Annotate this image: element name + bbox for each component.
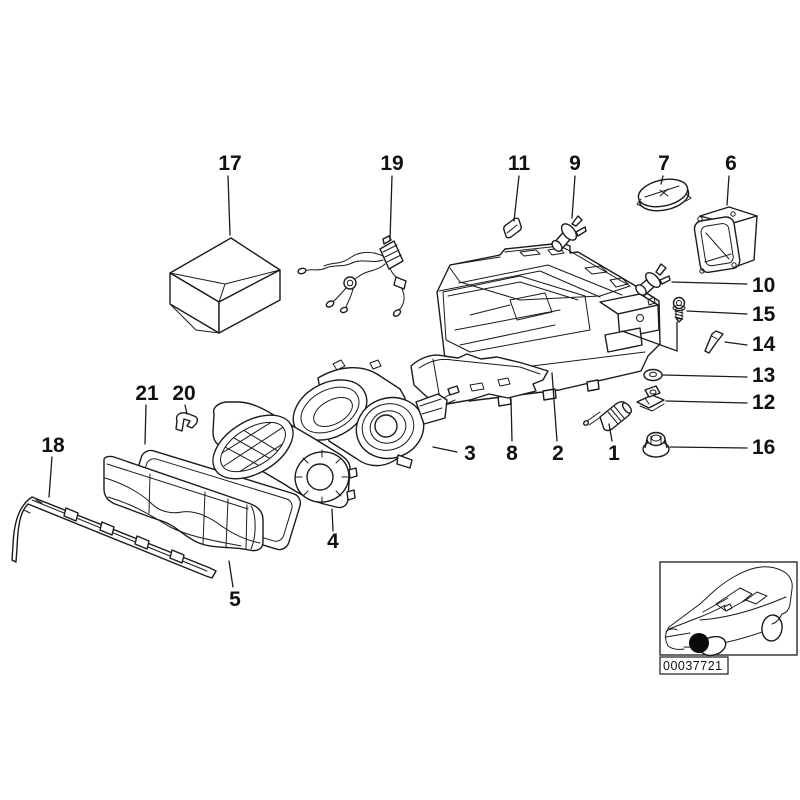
small-bulb-drawing xyxy=(503,217,522,239)
leader-14 xyxy=(724,341,748,346)
leader-7 xyxy=(660,175,664,185)
leader-lines xyxy=(48,175,748,588)
leader-12 xyxy=(665,400,748,404)
leader-17 xyxy=(227,175,231,236)
leader-19 xyxy=(389,175,393,241)
leader-13 xyxy=(662,374,748,378)
inner-bezel-drawing xyxy=(212,401,358,509)
callout-16[interactable]: 16 xyxy=(752,436,775,459)
callout-19[interactable]: 19 xyxy=(380,152,403,175)
headlight-lens-drawing xyxy=(103,455,264,552)
callout-18[interactable]: 18 xyxy=(41,434,65,457)
leader-10 xyxy=(671,281,748,285)
bulb-10-drawing xyxy=(635,263,671,296)
flange-nut-drawing xyxy=(642,431,670,458)
callout-15[interactable]: 15 xyxy=(752,303,776,326)
leader-1 xyxy=(608,423,613,442)
wiring-harness-drawing xyxy=(297,235,407,317)
leader-4 xyxy=(331,508,334,532)
cover-plate-drawing xyxy=(410,353,549,405)
diagram-code: 00037721 xyxy=(663,659,723,673)
callout-8[interactable]: 8 xyxy=(506,442,518,465)
leader-2 xyxy=(551,372,558,442)
rear-cover-drawing xyxy=(693,206,758,274)
callout-6[interactable]: 6 xyxy=(725,152,737,175)
leader-16 xyxy=(669,446,748,449)
callout-2[interactable]: 2 xyxy=(552,442,564,465)
leader-21 xyxy=(144,404,147,445)
callout-11[interactable]: 11 xyxy=(508,152,531,175)
headlight-location-marker xyxy=(689,633,709,653)
callout-10[interactable]: 10 xyxy=(752,274,775,297)
car-locator-inset: 00037721 xyxy=(659,561,798,675)
angle-bracket-drawing xyxy=(704,330,724,354)
inset-frame xyxy=(659,561,798,656)
retaining-clip-drawing xyxy=(636,385,665,412)
reflector-unit-drawing xyxy=(292,359,460,469)
adjusting-motor-drawing xyxy=(582,401,633,432)
leader-15 xyxy=(686,310,748,315)
callout-4[interactable]: 4 xyxy=(327,530,339,553)
leader-9 xyxy=(571,175,576,219)
callout-9[interactable]: 9 xyxy=(569,152,581,175)
leader-5 xyxy=(228,560,234,588)
leader-8 xyxy=(510,398,513,442)
leader-20 xyxy=(184,404,188,415)
leader-3 xyxy=(432,446,458,453)
callout-12[interactable]: 12 xyxy=(752,391,775,414)
callout-17[interactable]: 17 xyxy=(218,152,241,175)
callout-1[interactable]: 1 xyxy=(608,442,620,465)
leader-15-mount xyxy=(621,321,678,352)
washer-drawing xyxy=(643,368,663,382)
callout-3[interactable]: 3 xyxy=(464,442,476,465)
bulb-9-drawing xyxy=(551,215,587,252)
callout-5[interactable]: 5 xyxy=(229,588,241,611)
carton-box-drawing xyxy=(169,237,281,334)
clip-drawing xyxy=(175,412,199,432)
trim-strip-drawing xyxy=(11,496,217,579)
callout-14[interactable]: 14 xyxy=(752,333,776,356)
leader-6 xyxy=(726,175,730,206)
callout-13[interactable]: 13 xyxy=(752,364,775,387)
diagram-code-box xyxy=(659,656,729,675)
cover-cap-drawing xyxy=(636,178,692,212)
leader-18 xyxy=(48,456,53,498)
leader-11 xyxy=(513,175,520,222)
callout-20[interactable]: 20 xyxy=(172,382,195,405)
callout-7[interactable]: 7 xyxy=(658,152,670,175)
callout-21[interactable]: 21 xyxy=(135,382,159,405)
screw-drawing xyxy=(672,296,686,323)
